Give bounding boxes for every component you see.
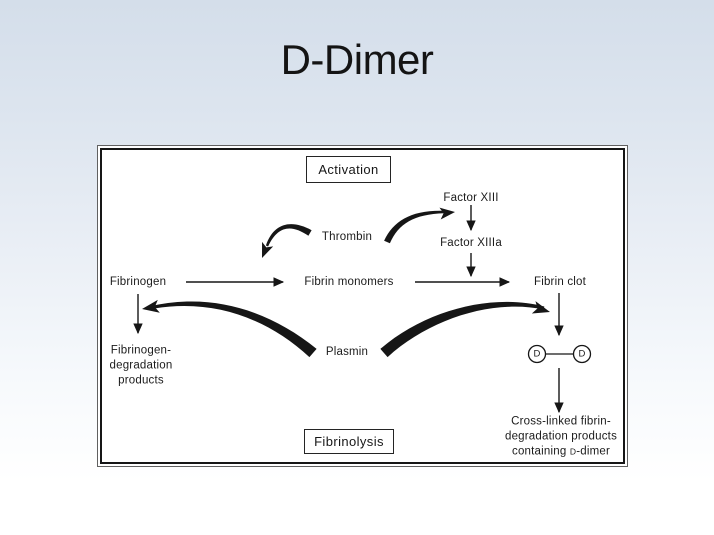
fibrin-monomers-label: Fibrin monomers: [304, 276, 394, 288]
fibrinolysis-box: Fibrinolysis: [304, 429, 394, 454]
fibrinolysis-label: Fibrinolysis: [314, 434, 384, 449]
fibrinogen-degradation-products-label: Fibrinogen- degradation products: [109, 344, 173, 387]
plasmin-label: Plasmin: [325, 346, 369, 358]
fibrinogen-label: Fibrinogen: [109, 276, 167, 288]
thrombin-action-arrow: [262, 224, 312, 258]
factor-xiiia-label: Factor XIIIa: [440, 237, 502, 249]
d-right-label: D: [578, 348, 586, 360]
plasmin-to-fibrinogen-arrow: [142, 299, 317, 358]
thrombin-to-factor-xiii-arrow: [384, 207, 455, 244]
coagulation-fibrinolysis-diagram: Activation Fibrinolysis Factor XIII Fact…: [97, 145, 628, 467]
diagram-arrows: [133, 205, 592, 414]
plasmin-to-fibrin-clot-arrow: [380, 301, 550, 358]
activation-label: Activation: [318, 162, 379, 177]
d-left-label: D: [533, 348, 541, 360]
activation-box: Activation: [306, 156, 391, 183]
d-dimer-unit-icon: [527, 344, 592, 364]
slide-title: D-Dimer: [280, 36, 434, 83]
small-cap-d: D: [569, 446, 577, 457]
cross-linked-fdp-label: Cross-linked fibrin- degradation product…: [504, 415, 618, 458]
fibrin-clot-label: Fibrin clot: [533, 276, 587, 288]
factor-xiii-label: Factor XIII: [443, 192, 499, 204]
thrombin-label: Thrombin: [321, 231, 373, 243]
